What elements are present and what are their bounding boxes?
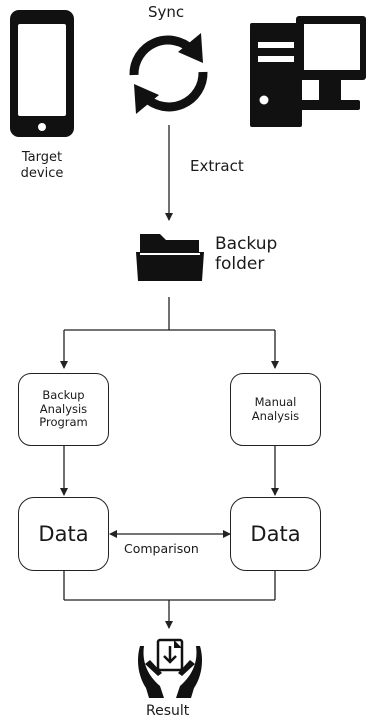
hands-document-icon [138, 638, 202, 698]
manual-analysis-label: Manual Analysis [251, 394, 300, 423]
data-box-left: Data [18, 497, 109, 571]
sync-arrows-icon [129, 35, 208, 112]
target-device-label: Target device [20, 150, 64, 182]
desktop-computer-icon [250, 16, 366, 127]
sync-label: Sync [148, 3, 185, 21]
data-box-right: Data [230, 497, 321, 571]
data-right-label: Data [250, 522, 301, 546]
sync-arrowheads [134, 33, 203, 114]
extract-label: Extract [190, 157, 244, 175]
backup-analysis-program-box: Backup Analysis Program [18, 373, 109, 446]
comparison-label: Comparison [124, 541, 199, 556]
backup-folder-label: Backup folder [215, 234, 278, 275]
result-label: Result [146, 703, 190, 719]
smartphone-icon [10, 10, 74, 137]
data-left-label: Data [38, 522, 89, 546]
backup-analysis-program-label: Backup Analysis Program [39, 387, 88, 430]
manual-analysis-box: Manual Analysis [230, 373, 321, 446]
folder-icon [136, 234, 204, 281]
